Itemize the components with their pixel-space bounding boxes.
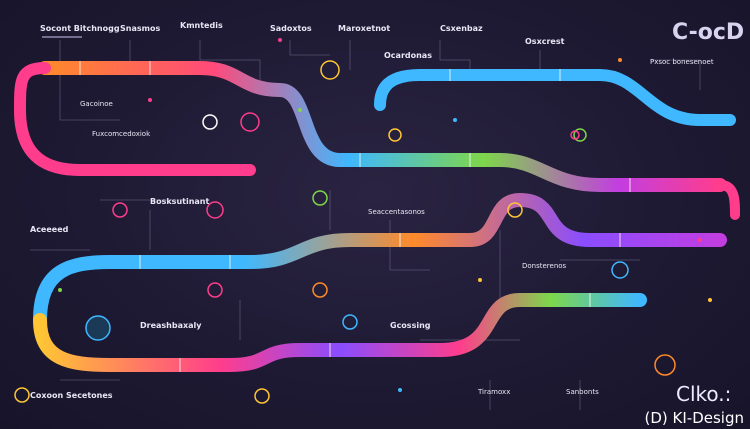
brand-logo-bottom: Clko.: xyxy=(676,382,732,406)
cloud-icon xyxy=(202,114,218,130)
diagram-label: Csxenbaz xyxy=(440,24,483,33)
arrow-icon xyxy=(507,202,523,218)
gear-icon xyxy=(312,190,328,206)
pipe-top xyxy=(38,61,727,192)
diagram-label: Maroxetnot xyxy=(338,24,391,33)
node-icons xyxy=(14,60,676,404)
pipe-top-left-loop xyxy=(13,62,256,176)
diagram-label: Pxsoc bonesenoet xyxy=(650,58,714,66)
diagram-label: Gacoinoe xyxy=(80,100,113,108)
diagram-label: Ocardonas xyxy=(384,51,432,60)
brand-logo-top: C-ocD xyxy=(672,20,745,45)
decor-dots xyxy=(58,38,712,392)
gear-icon xyxy=(312,282,328,298)
lock-icon xyxy=(14,387,30,403)
diagram-label: Snasmos xyxy=(120,24,161,33)
gear-icon xyxy=(388,128,402,142)
user-icon xyxy=(342,314,358,330)
node-icon xyxy=(573,128,587,142)
pipe-right-drop xyxy=(715,180,740,220)
node-icon xyxy=(112,202,128,218)
pipe-upper-right xyxy=(374,69,736,126)
diagram-label: Donsterenos xyxy=(522,262,567,270)
diagram-label: Sanbonts xyxy=(566,388,599,396)
lock-icon xyxy=(206,201,224,219)
pipe-joints xyxy=(79,61,631,372)
credit-text: (D) KI-Design xyxy=(644,409,745,427)
diagram-label: Tiramoxx xyxy=(478,388,511,396)
diagram-label: Kmntedis xyxy=(180,21,223,30)
pipe-bottom xyxy=(33,293,647,372)
diagram-label: Sadoxtos xyxy=(270,24,312,33)
label-underline xyxy=(42,36,82,38)
user-icon xyxy=(240,112,260,132)
diagram-label: Osxcrest xyxy=(525,37,565,46)
clock-icon xyxy=(654,354,676,376)
diagram-label: Fuxcomcedoxiok xyxy=(92,130,151,138)
diagram-label: Dreashbaxaly xyxy=(140,321,202,330)
diagram-label: Gcossing xyxy=(390,321,431,330)
pipe-middle xyxy=(33,192,727,327)
diagram-label: Bosksutinant xyxy=(150,197,210,206)
diagram-label: Coxoon Secetones xyxy=(30,391,113,400)
lock-icon xyxy=(207,282,223,298)
diagram-label: Seaccentasonos xyxy=(368,208,425,216)
chart-icon xyxy=(320,60,340,80)
node-icon xyxy=(85,315,111,341)
diagram-label: Socont Bitchnogg xyxy=(40,24,120,33)
gear-icon xyxy=(254,388,270,404)
cloud-icon xyxy=(611,261,629,279)
diagram-label: Aceeeed xyxy=(30,225,69,234)
